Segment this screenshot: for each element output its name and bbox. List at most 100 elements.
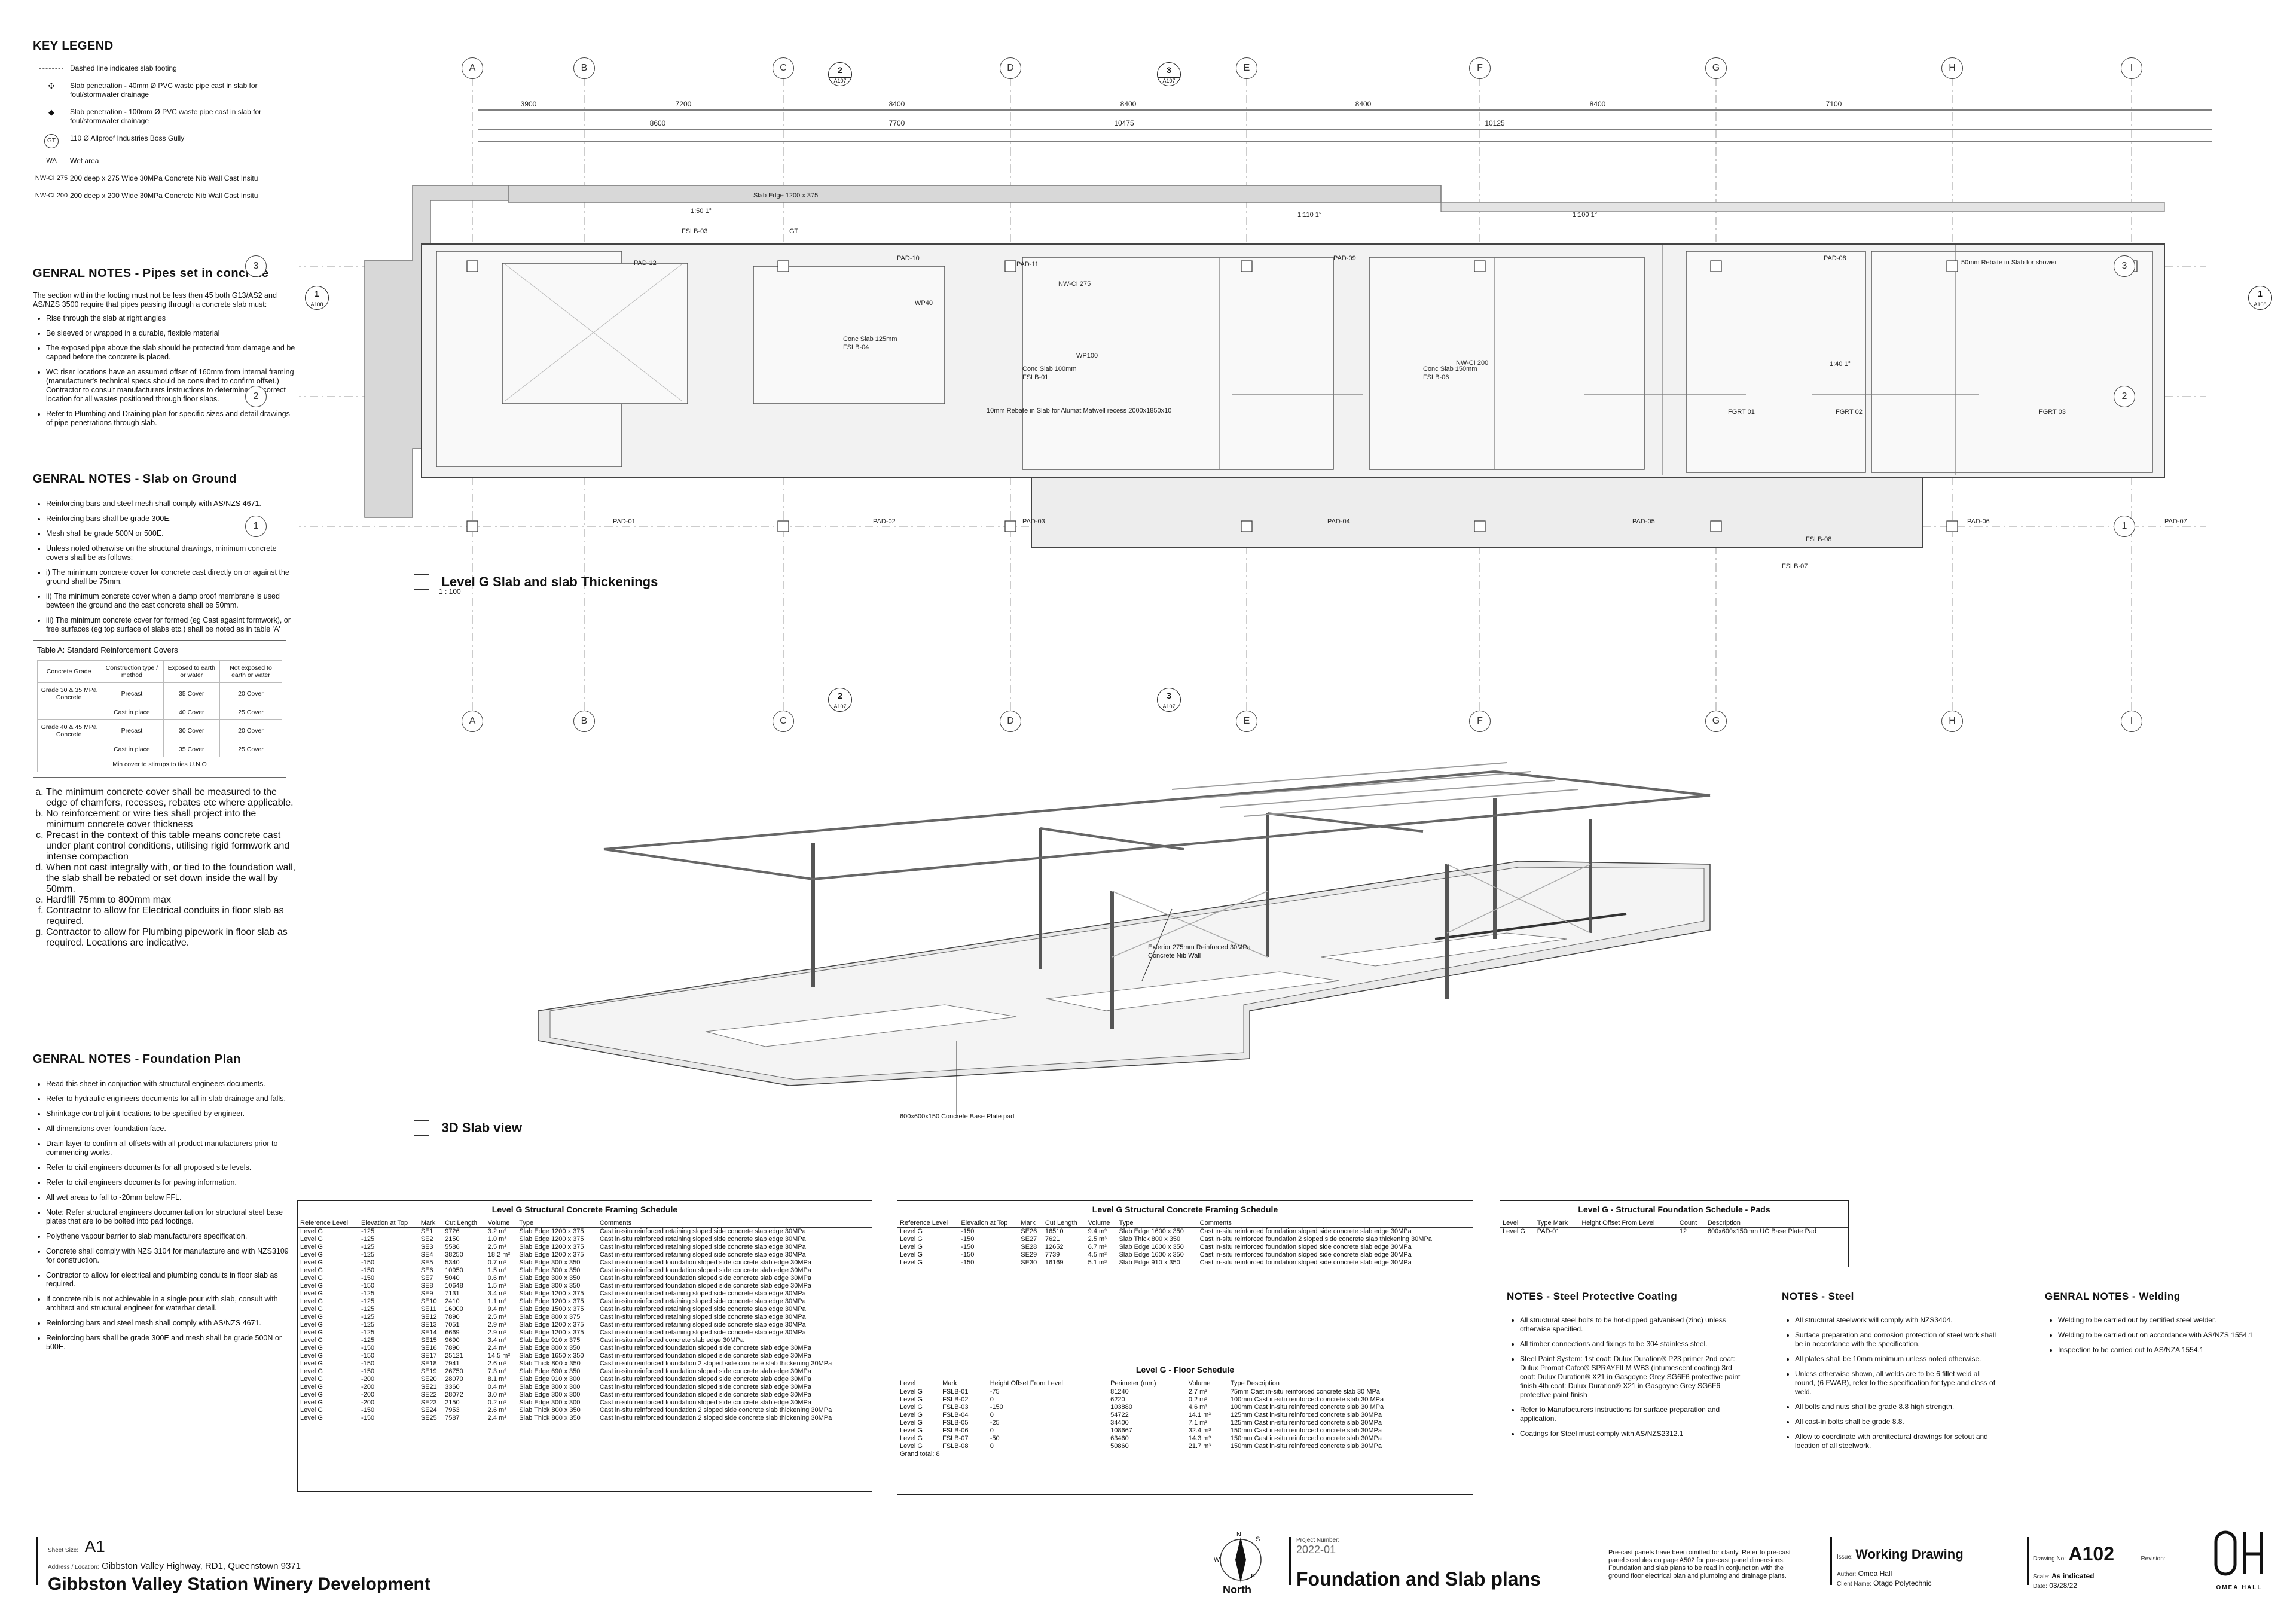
dimension-text: 8400 <box>1355 100 1372 108</box>
table-cell: -150 <box>361 1282 375 1289</box>
cover-table-cell: Cast in place <box>100 742 164 757</box>
plan-label: FSLB-04 <box>843 344 869 351</box>
dimension-text: 8400 <box>1120 100 1137 108</box>
logo-text: OMEA HALL <box>2216 1584 2263 1591</box>
table-cell: Slab Edge 1650 x 350 <box>519 1352 584 1359</box>
table-cell: 7941 <box>445 1360 460 1367</box>
schedule-header-cell: Elevation at Top <box>958 1219 1019 1228</box>
table-cell: 26750 <box>445 1368 463 1375</box>
table-cell: 21.7 m³ <box>1188 1443 1211 1450</box>
grid-bubble: D <box>1000 711 1021 732</box>
table-cell: Slab Edge 300 x 300 <box>519 1391 581 1398</box>
elevation-marker-left[interactable]: 1 A108 <box>302 286 332 310</box>
note-item: ii) The minimum concrete cover when a da… <box>46 592 296 610</box>
table-cell: Cast in-situ reinforced retaining sloped… <box>599 1321 806 1328</box>
elevation-marker-right[interactable]: 1 A108 <box>2245 286 2275 310</box>
table-cell: Slab Edge 1600 x 350 <box>1119 1228 1184 1235</box>
client: Client Name: Otago Polytechnic <box>1837 1579 1932 1587</box>
section-marker-3-top[interactable]: 3 A107 <box>1154 62 1184 86</box>
grid-bubble: 2 <box>2114 386 2135 407</box>
plan-label: FSLB-01 <box>1022 374 1048 381</box>
cover-table-cell: 20 Cover <box>219 719 283 742</box>
plan-label: WP40 <box>915 300 933 307</box>
notes-slab: GENRAL NOTES - Slab on Ground Reinforcin… <box>33 472 296 958</box>
table-cell: 2410 <box>445 1298 460 1305</box>
table-cell: Slab Edge 300 x 300 <box>519 1383 581 1391</box>
table-cell: Cast in-situ reinforced foundation 2 slo… <box>599 1360 832 1367</box>
compass-icon <box>1220 1537 1262 1583</box>
table-cell: SE1 <box>420 1228 433 1235</box>
note-item: The minimum concrete cover shall be meas… <box>46 787 296 809</box>
table-cell: 7131 <box>445 1290 460 1297</box>
plan-label: PAD-01 <box>613 518 636 525</box>
table-cell: 0 <box>990 1443 994 1450</box>
grid-bubble: C <box>773 711 794 732</box>
table-cell: 81240 <box>1110 1388 1129 1395</box>
table-cell: Level G <box>300 1399 323 1406</box>
legend-text: Wet area <box>70 157 99 165</box>
note-item: Reinforcing bars and steel mesh shall co… <box>46 499 296 508</box>
section-marker-2-top[interactable]: 2 A107 <box>825 62 855 86</box>
issue-label: Issue: <box>1837 1554 1853 1560</box>
table-cell: 10648 <box>445 1282 463 1289</box>
cover-table: Table A: Standard Reinforcement Covers C… <box>33 640 286 778</box>
table-cell: Level G <box>300 1383 323 1391</box>
table-cell: 7587 <box>445 1414 460 1422</box>
table-cell: 2.9 m³ <box>487 1329 506 1336</box>
table-cell: Level G <box>300 1360 323 1367</box>
table-cell: 14.3 m³ <box>1188 1435 1211 1442</box>
legend-item: ◆Slab penetration - 100mm Ø PVC waste pi… <box>33 108 296 126</box>
schedule-header-cell: Comments <box>1197 1219 1473 1228</box>
table-cell: Cast in-situ reinforced retaining sloped… <box>599 1251 806 1258</box>
table-cell: 16000 <box>445 1306 463 1313</box>
notes-foundation-list: Read this sheet in conjuction with struc… <box>33 1080 296 1352</box>
table-cell: -150 <box>361 1352 375 1359</box>
table-cell: 2.7 m³ <box>1188 1388 1207 1395</box>
table-cell: Level G <box>1503 1228 1525 1235</box>
table-cell: -125 <box>361 1251 375 1258</box>
pad-footing <box>1241 520 1253 532</box>
note-item: Welding to be carried out by certified s… <box>2058 1316 2260 1325</box>
table-cell: -125 <box>361 1236 375 1243</box>
schedule-header-cell: Volume <box>1186 1379 1228 1388</box>
table-cell: Level G <box>900 1396 923 1403</box>
cover-table-title: Table A: Standard Reinforcement Covers <box>37 645 178 654</box>
elevation-marker-ref: A108 <box>2249 301 2271 307</box>
revision-label: Revision: <box>2141 1556 2166 1562</box>
table-cell: Level G <box>300 1414 323 1422</box>
table-cell: Level G <box>300 1391 323 1398</box>
table-cell: Level G <box>900 1419 923 1426</box>
table-cell: SE4 <box>420 1251 433 1258</box>
note-item: All timber connections and fixings to be… <box>1520 1340 1746 1349</box>
cover-table-footer: Min cover to stirrups to ties U.N.O <box>37 757 282 772</box>
section-marker-3-bottom[interactable]: 3 A107 <box>1154 688 1184 712</box>
legend-symbol: NW-CI 275 <box>35 175 68 182</box>
plan-label: PAD-02 <box>873 518 896 525</box>
note-item: All cast-in bolts shall be grade 8.8. <box>1795 1417 1997 1426</box>
cover-table-cell: Grade 30 & 35 MPa Concrete <box>36 682 101 705</box>
schedule-header-cell: Level <box>897 1379 941 1388</box>
view-title-box <box>414 574 429 590</box>
table-cell: Cast in-situ reinforced foundation slope… <box>599 1282 811 1289</box>
table-cell: 75mm Cast in-situ reinforced concrete sl… <box>1230 1388 1380 1395</box>
framing-schedule-2-title: Level G Structural Concrete Framing Sche… <box>1092 1205 1278 1214</box>
zone-east-b <box>1686 251 1866 473</box>
legend-item: Dashed line indicates slab footing <box>33 64 296 73</box>
table-cell: -125 <box>361 1243 375 1251</box>
section-marker-ref: A107 <box>829 703 851 709</box>
compass-s: S <box>1256 1536 1260 1543</box>
section-marker-2-bottom[interactable]: 2 A107 <box>825 688 855 712</box>
legend-text: Slab penetration - 100mm Ø PVC waste pip… <box>70 108 262 125</box>
plan-label: 10mm Rebate in Slab for Alumat Matwell r… <box>987 407 1171 414</box>
key-legend-title: KEY LEGEND <box>33 39 114 53</box>
table-cell: SE27 <box>1021 1236 1037 1243</box>
title-block: Sheet Size: A1 Address / Location: Gibbs… <box>36 1519 2263 1609</box>
